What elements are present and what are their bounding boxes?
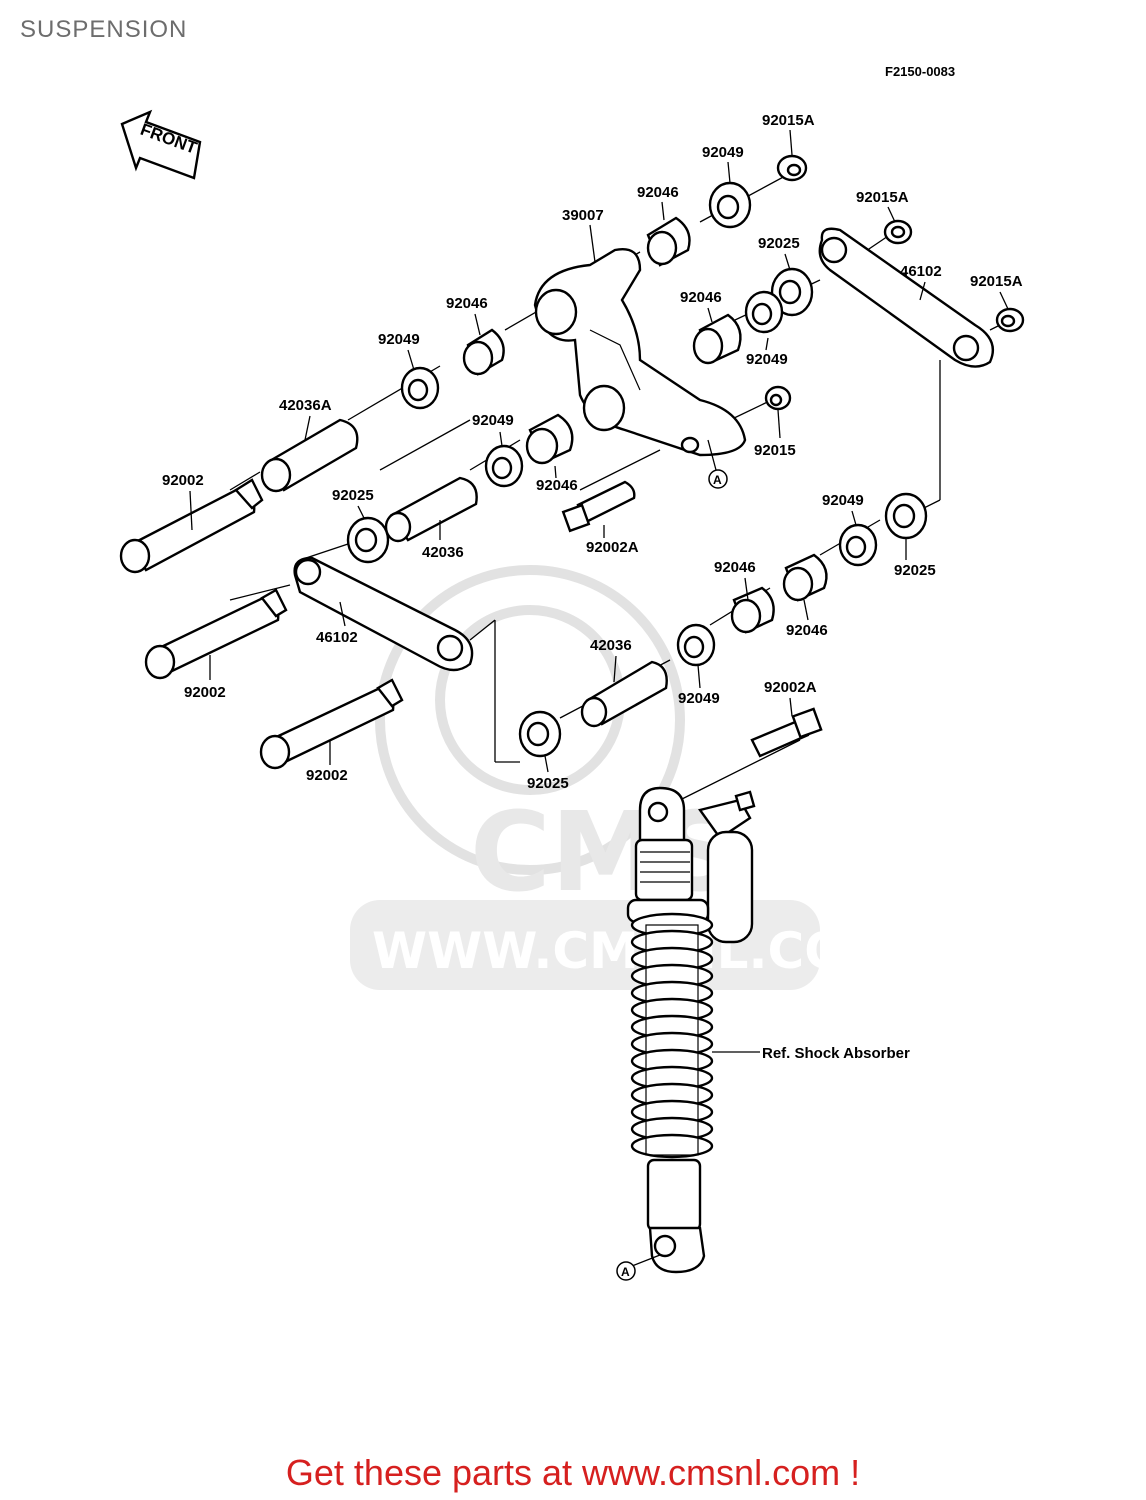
part-92025-left[interactable]: [346, 516, 390, 564]
marker-a-top: A: [707, 439, 728, 489]
label-92002-mid: 92002: [184, 684, 226, 701]
svg-text:A: A: [713, 473, 722, 487]
label-46102-right: 46102: [900, 263, 942, 280]
part-92049-lower[interactable]: [676, 623, 716, 667]
spring-coils: [630, 912, 714, 1159]
part-92046-right-b[interactable]: [730, 586, 775, 634]
label-42036-upper: 42036: [422, 544, 464, 561]
page-title: SUSPENSION: [20, 16, 188, 43]
part-92046-right-a[interactable]: [782, 553, 828, 602]
part-92025-right[interactable]: [884, 492, 928, 540]
label-42036-lower: 42036: [590, 637, 632, 654]
diagram-code: F2150-0083: [885, 64, 955, 79]
label-92049-mid: 92049: [746, 351, 788, 368]
part-92049-left[interactable]: [400, 366, 440, 410]
label-39007: 39007: [562, 207, 604, 224]
label-ref-shock: Ref. Shock Absorber: [762, 1045, 910, 1062]
label-92025-lower: 92025: [527, 775, 569, 792]
part-92046-top[interactable]: [646, 216, 691, 267]
part-92025-top[interactable]: [770, 267, 814, 317]
label-92046-right-b: 92046: [714, 559, 756, 576]
label-92049-top: 92049: [702, 144, 744, 161]
watermark-logo: CMS: [470, 788, 739, 916]
sleeve-42036-upper[interactable]: [384, 476, 478, 543]
label-92002-top: 92002: [162, 472, 204, 489]
label-92002A-center: 92002A: [586, 539, 639, 556]
label-92025-left: 92025: [332, 487, 374, 504]
label-92015A-right: 92015A: [856, 189, 909, 206]
exploded-parts-diagram: CMS WWW.CMSNL.COM F2150-0083 FRONT: [119, 64, 1025, 1281]
label-92049-center: 92049: [472, 412, 514, 429]
marker-a-bottom: A: [616, 1254, 661, 1281]
link-46102-right[interactable]: [818, 227, 995, 368]
front-arrow: FRONT: [120, 109, 202, 180]
label-46102-left: 46102: [316, 629, 358, 646]
part-92046-mid[interactable]: [692, 313, 742, 365]
bolt-92002A-lower[interactable]: [750, 707, 823, 758]
part-92046-left[interactable]: [462, 328, 505, 376]
part-92015A-far-right[interactable]: [995, 307, 1025, 333]
label-92046-right-a: 92046: [786, 622, 828, 639]
label-92049-lower: 92049: [678, 690, 720, 707]
shock-inner-body: [645, 924, 699, 1156]
label-92015A-top: 92015A: [762, 112, 815, 129]
watermark-text: WWW.CMSNL.COM: [372, 922, 897, 980]
label-92049-left: 92049: [378, 331, 420, 348]
sleeve-42036-lower[interactable]: [580, 660, 668, 728]
part-92046-center[interactable]: [525, 413, 574, 465]
label-92046-mid: 92046: [680, 289, 722, 306]
part-92049-right[interactable]: [838, 523, 878, 567]
footer-promo-link[interactable]: Get these parts at www.cmsnl.com !: [285, 1452, 861, 1493]
label-42036A: 42036A: [279, 397, 332, 414]
part-92015A-top[interactable]: [776, 154, 808, 182]
link-46102-left[interactable]: [293, 556, 474, 672]
leader-lines: [189, 129, 1009, 773]
bolt-92002-bottom[interactable]: [259, 678, 404, 770]
label-92002-bottom: 92002: [306, 767, 348, 784]
part-92015[interactable]: [764, 385, 792, 411]
label-92015A-far-right: 92015A: [970, 273, 1023, 290]
label-92015: 92015: [754, 442, 796, 459]
label-92046-center: 92046: [536, 477, 578, 494]
svg-text:A: A: [621, 1265, 630, 1279]
label-92046-top: 92046: [637, 184, 679, 201]
label-92046-left: 92046: [446, 295, 488, 312]
part-92025-lower[interactable]: [518, 710, 562, 758]
bolt-92002-mid[interactable]: [144, 588, 288, 680]
label-92025-right: 92025: [894, 562, 936, 579]
label-92025-top: 92025: [758, 235, 800, 252]
shock-absorber[interactable]: [626, 786, 756, 1274]
spring-coil: [630, 1133, 714, 1159]
rocker-arm-39007[interactable]: [533, 248, 747, 457]
part-92049-top[interactable]: [708, 181, 752, 229]
sleeve-42036A[interactable]: [260, 418, 359, 493]
label-92002A-lower: 92002A: [764, 679, 817, 696]
label-92049-right: 92049: [822, 492, 864, 509]
part-92049-center[interactable]: [484, 444, 524, 488]
part-92015A-right[interactable]: [883, 219, 913, 245]
bolt-92002A-center[interactable]: [561, 480, 636, 533]
part-92049-mid[interactable]: [744, 290, 784, 334]
